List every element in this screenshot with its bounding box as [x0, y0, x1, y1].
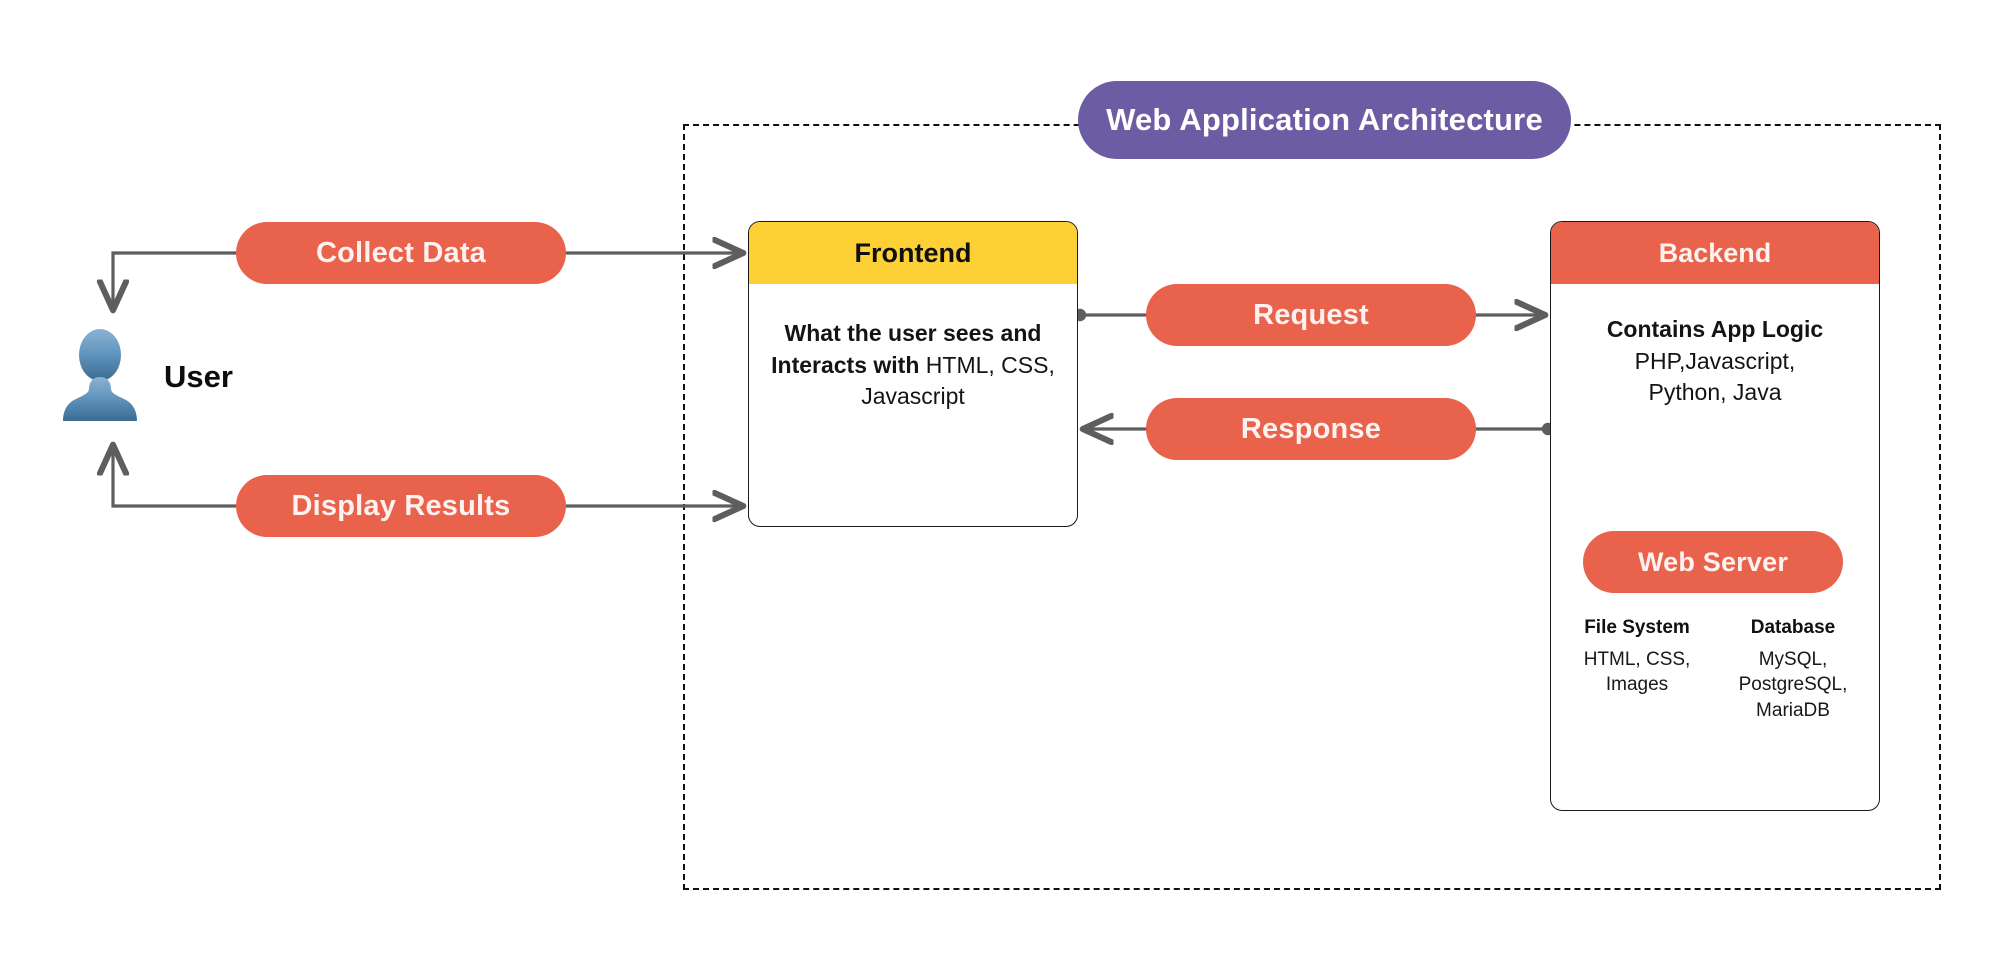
- backend-resources-grid: File System HTML, CSS, Images Database M…: [1551, 617, 1879, 723]
- frontend-card-header: Frontend: [749, 222, 1077, 284]
- file-system-line-1: HTML, CSS,: [1583, 649, 1691, 670]
- pill-collect-data[interactable]: Collect Data: [236, 222, 566, 284]
- file-system-title: File System: [1584, 617, 1690, 638]
- pill-display-results[interactable]: Display Results: [236, 475, 566, 537]
- backend-card[interactable]: Backend Contains App Logic PHP,Javascrip…: [1550, 221, 1880, 811]
- diagram-title-text: Web Application Architecture: [1106, 102, 1543, 137]
- pill-request-label: Request: [1253, 298, 1369, 331]
- pill-web-server-label: Web Server: [1637, 546, 1789, 577]
- pill-response-label: Response: [1240, 412, 1382, 445]
- database-line-1: MySQL,: [1758, 649, 1828, 670]
- frontend-title: Frontend: [854, 237, 972, 268]
- connector-collect-to-user: [113, 251, 236, 309]
- frontend-body-normal: HTML, CSS, Javascript: [861, 351, 1055, 410]
- backend-body-line-2: Python, Java: [1648, 379, 1782, 406]
- user-label: User: [164, 359, 233, 394]
- backend-body-strong: Contains App Logic: [1606, 316, 1824, 342]
- backend-title: Backend: [1658, 237, 1772, 268]
- file-system-line-2: Images: [1605, 674, 1669, 696]
- backend-column-file-system: File System HTML, CSS, Images: [1559, 617, 1715, 723]
- frontend-card-body: What the user sees and Interacts with HT…: [749, 284, 1077, 413]
- database-line-3: MariaDB: [1756, 699, 1830, 721]
- pill-response[interactable]: Response: [1146, 398, 1476, 460]
- connector-display-to-user: [113, 446, 236, 508]
- database-line-2: PostgreSQL,: [1738, 674, 1848, 696]
- pill-web-server[interactable]: Web Server: [1583, 531, 1843, 593]
- pill-request[interactable]: Request: [1146, 284, 1476, 346]
- backend-body-line-1: PHP,Javascript,: [1634, 347, 1796, 374]
- backend-column-database: Database MySQL, PostgreSQL, MariaDB: [1715, 617, 1871, 723]
- backend-card-body: Contains App Logic PHP,Javascript, Pytho…: [1551, 284, 1879, 409]
- diagram-title-banner: Web Application Architecture: [1078, 81, 1571, 159]
- backend-card-header: Backend: [1551, 222, 1879, 284]
- database-title: Database: [1750, 617, 1836, 638]
- user-avatar-icon: [63, 329, 137, 421]
- pill-collect-data-label: Collect Data: [316, 236, 486, 269]
- frontend-body-strong: What the user sees and Interacts with: [771, 320, 1042, 378]
- pill-display-results-label: Display Results: [291, 489, 511, 522]
- user-actor: User: [62, 322, 392, 432]
- frontend-card[interactable]: Frontend What the user sees and Interact…: [748, 221, 1078, 527]
